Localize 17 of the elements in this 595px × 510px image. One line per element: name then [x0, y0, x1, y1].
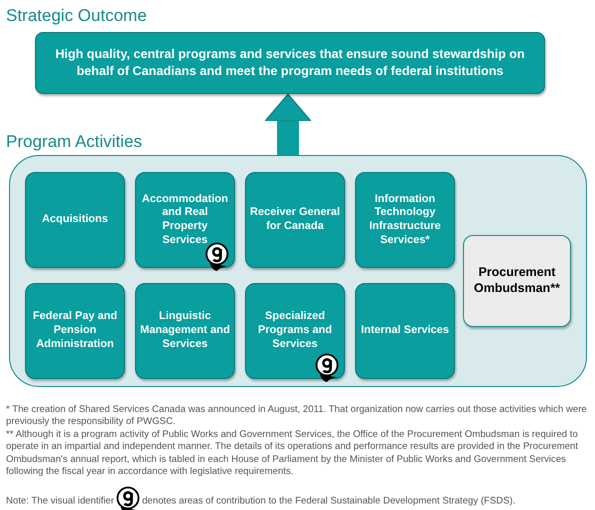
activity-box: Accommodation and Real Property Services	[135, 172, 235, 268]
outcome-box: High quality, central programs and services that ensure sound stewardship on behalf of Canadians and meet the program needs of federal institutions	[35, 32, 545, 94]
activity-box: Federal Pay and Pension Administration	[25, 283, 125, 379]
activity-box: Linguistic Management and Services	[135, 283, 235, 379]
activity-box: Acquisitions	[25, 172, 125, 268]
footnote: ** Although it is a program activity of Public Works and Government Services, the Office of the Procurement Ombudsman is required to operate in an impartial and independent manner. The details of its operations and performance results are provided in the Procurement Ombudsman's annual report, which is tabled in each House of Parliament by the Minister of Public Works and Government Services following the fiscal year in accordance with legislative requirements.	[6, 429, 580, 479]
activity-box: Specialized Programs and Services	[245, 283, 345, 379]
activity-box: Internal Services	[355, 283, 455, 379]
footnote: * The creation of Shared Services Canada was announced in August, 2011. That organization now carries out those activities which were previously the responsibility of PWGSC.	[6, 404, 588, 429]
ombudsman-box: Procurement Ombudsman**	[463, 235, 571, 327]
section-heading: Strategic Outcome	[6, 6, 147, 26]
arrow	[264, 94, 312, 155]
activity-box: Information Technology Infrastructure Services*	[355, 172, 455, 268]
note-text: Note: The visual identifier	[6, 496, 114, 507]
note-text: denotes areas of contribution to the Federal Sustainable Development Strategy (FSDS).	[142, 496, 516, 507]
activity-box: Receiver General for Canada	[245, 172, 345, 268]
section-heading: Program Activities	[6, 132, 142, 152]
